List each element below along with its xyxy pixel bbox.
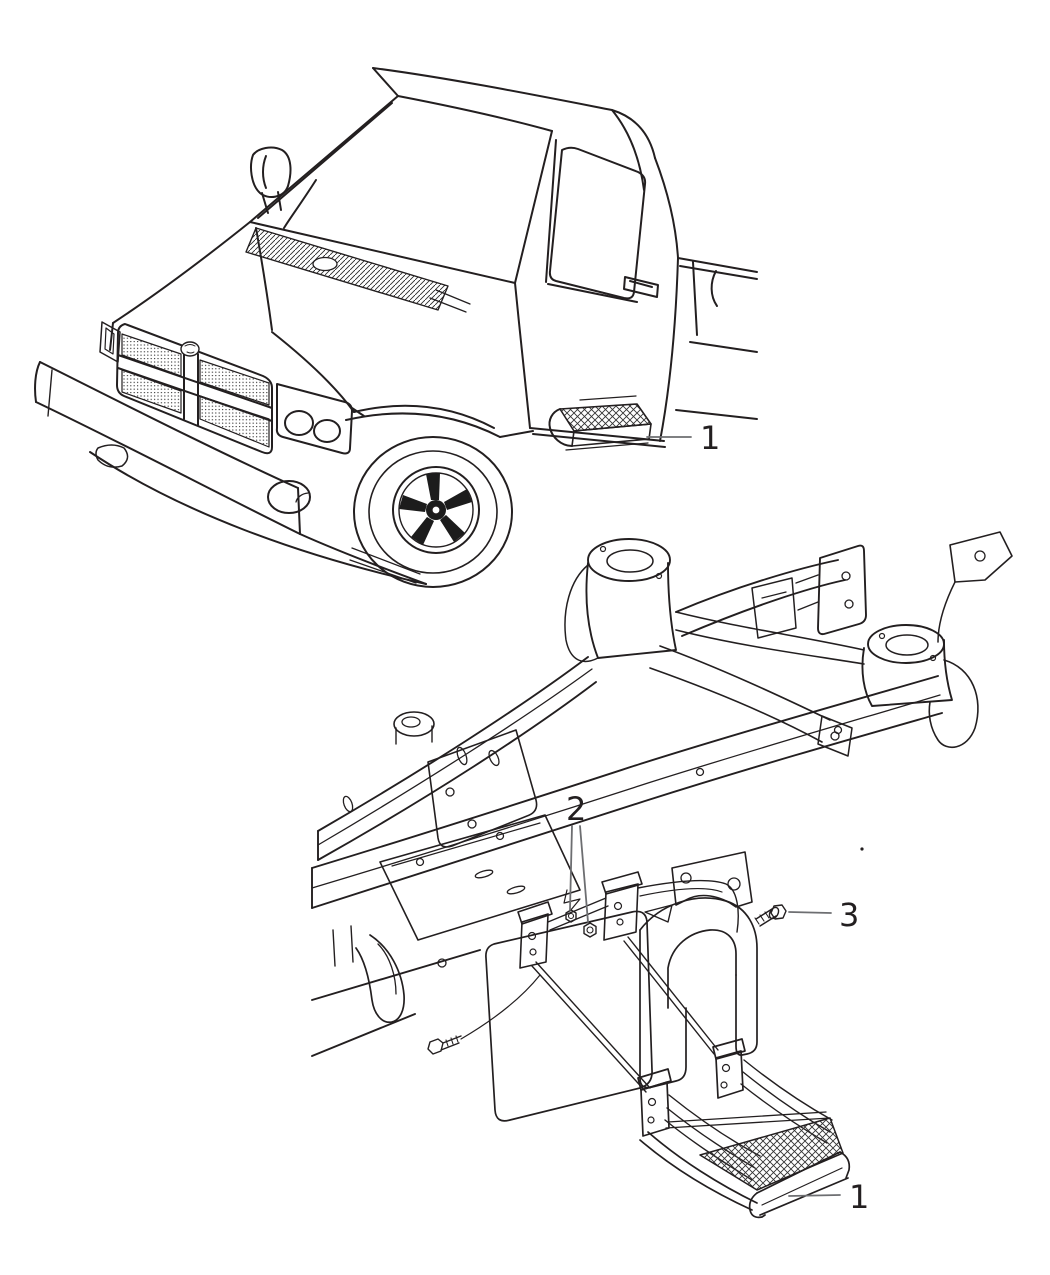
door-handle (623, 276, 659, 298)
truck-headlamp (275, 383, 365, 455)
frame-rails (311, 559, 943, 1057)
bolt-fastener-3 (754, 904, 787, 927)
truck-grille (116, 323, 273, 455)
callout-label-2: 2 (566, 790, 586, 828)
callout-label-1-step: 1 (849, 1178, 869, 1216)
callout-label-3: 3 (839, 896, 859, 934)
frame-illustration (311, 531, 1013, 1219)
step-assembly (637, 1038, 851, 1219)
ink-dot (860, 847, 864, 851)
callouts: 1 2 3 1 (566, 419, 869, 1216)
splash-shield-right-arch (639, 897, 758, 1089)
hood-and-cowl (99, 221, 471, 363)
front-spring-tower-right (861, 624, 979, 749)
step-hanger-brackets (517, 871, 739, 1093)
fog-lamp (267, 480, 311, 514)
front-fender (271, 331, 534, 438)
truck-bumper (34, 361, 427, 585)
cab-mount-arm (355, 934, 405, 1024)
rear-arch-hint (710, 270, 718, 307)
nut-fasteners (565, 909, 597, 938)
callout-label-1-truck: 1 (700, 419, 720, 457)
outrigger-pontoon (928, 659, 979, 749)
body-mount-pod (393, 711, 435, 745)
crossmember (649, 611, 865, 757)
leader-line-callout-1-step (788, 1194, 841, 1197)
truck-illustration (34, 67, 758, 588)
frame-end-bracket (937, 531, 1013, 643)
ram-badge (180, 341, 200, 357)
tow-hook (95, 444, 129, 468)
skid-panel (379, 814, 581, 941)
leader-line-callout-3 (788, 911, 832, 914)
leader-line-callout-2b (579, 825, 589, 923)
gusset-plate (427, 729, 538, 848)
splash-shield-left (485, 910, 653, 1122)
front-wheel (353, 436, 513, 588)
side-mirror (250, 146, 292, 214)
front-spring-tower-left (564, 538, 677, 663)
bolt-fastener-lower (427, 974, 541, 1055)
flat-plate-bracket (751, 544, 867, 639)
truck-side-step (548, 395, 652, 451)
truck-cab (249, 67, 758, 448)
leader-line-callout-2a (569, 825, 573, 911)
